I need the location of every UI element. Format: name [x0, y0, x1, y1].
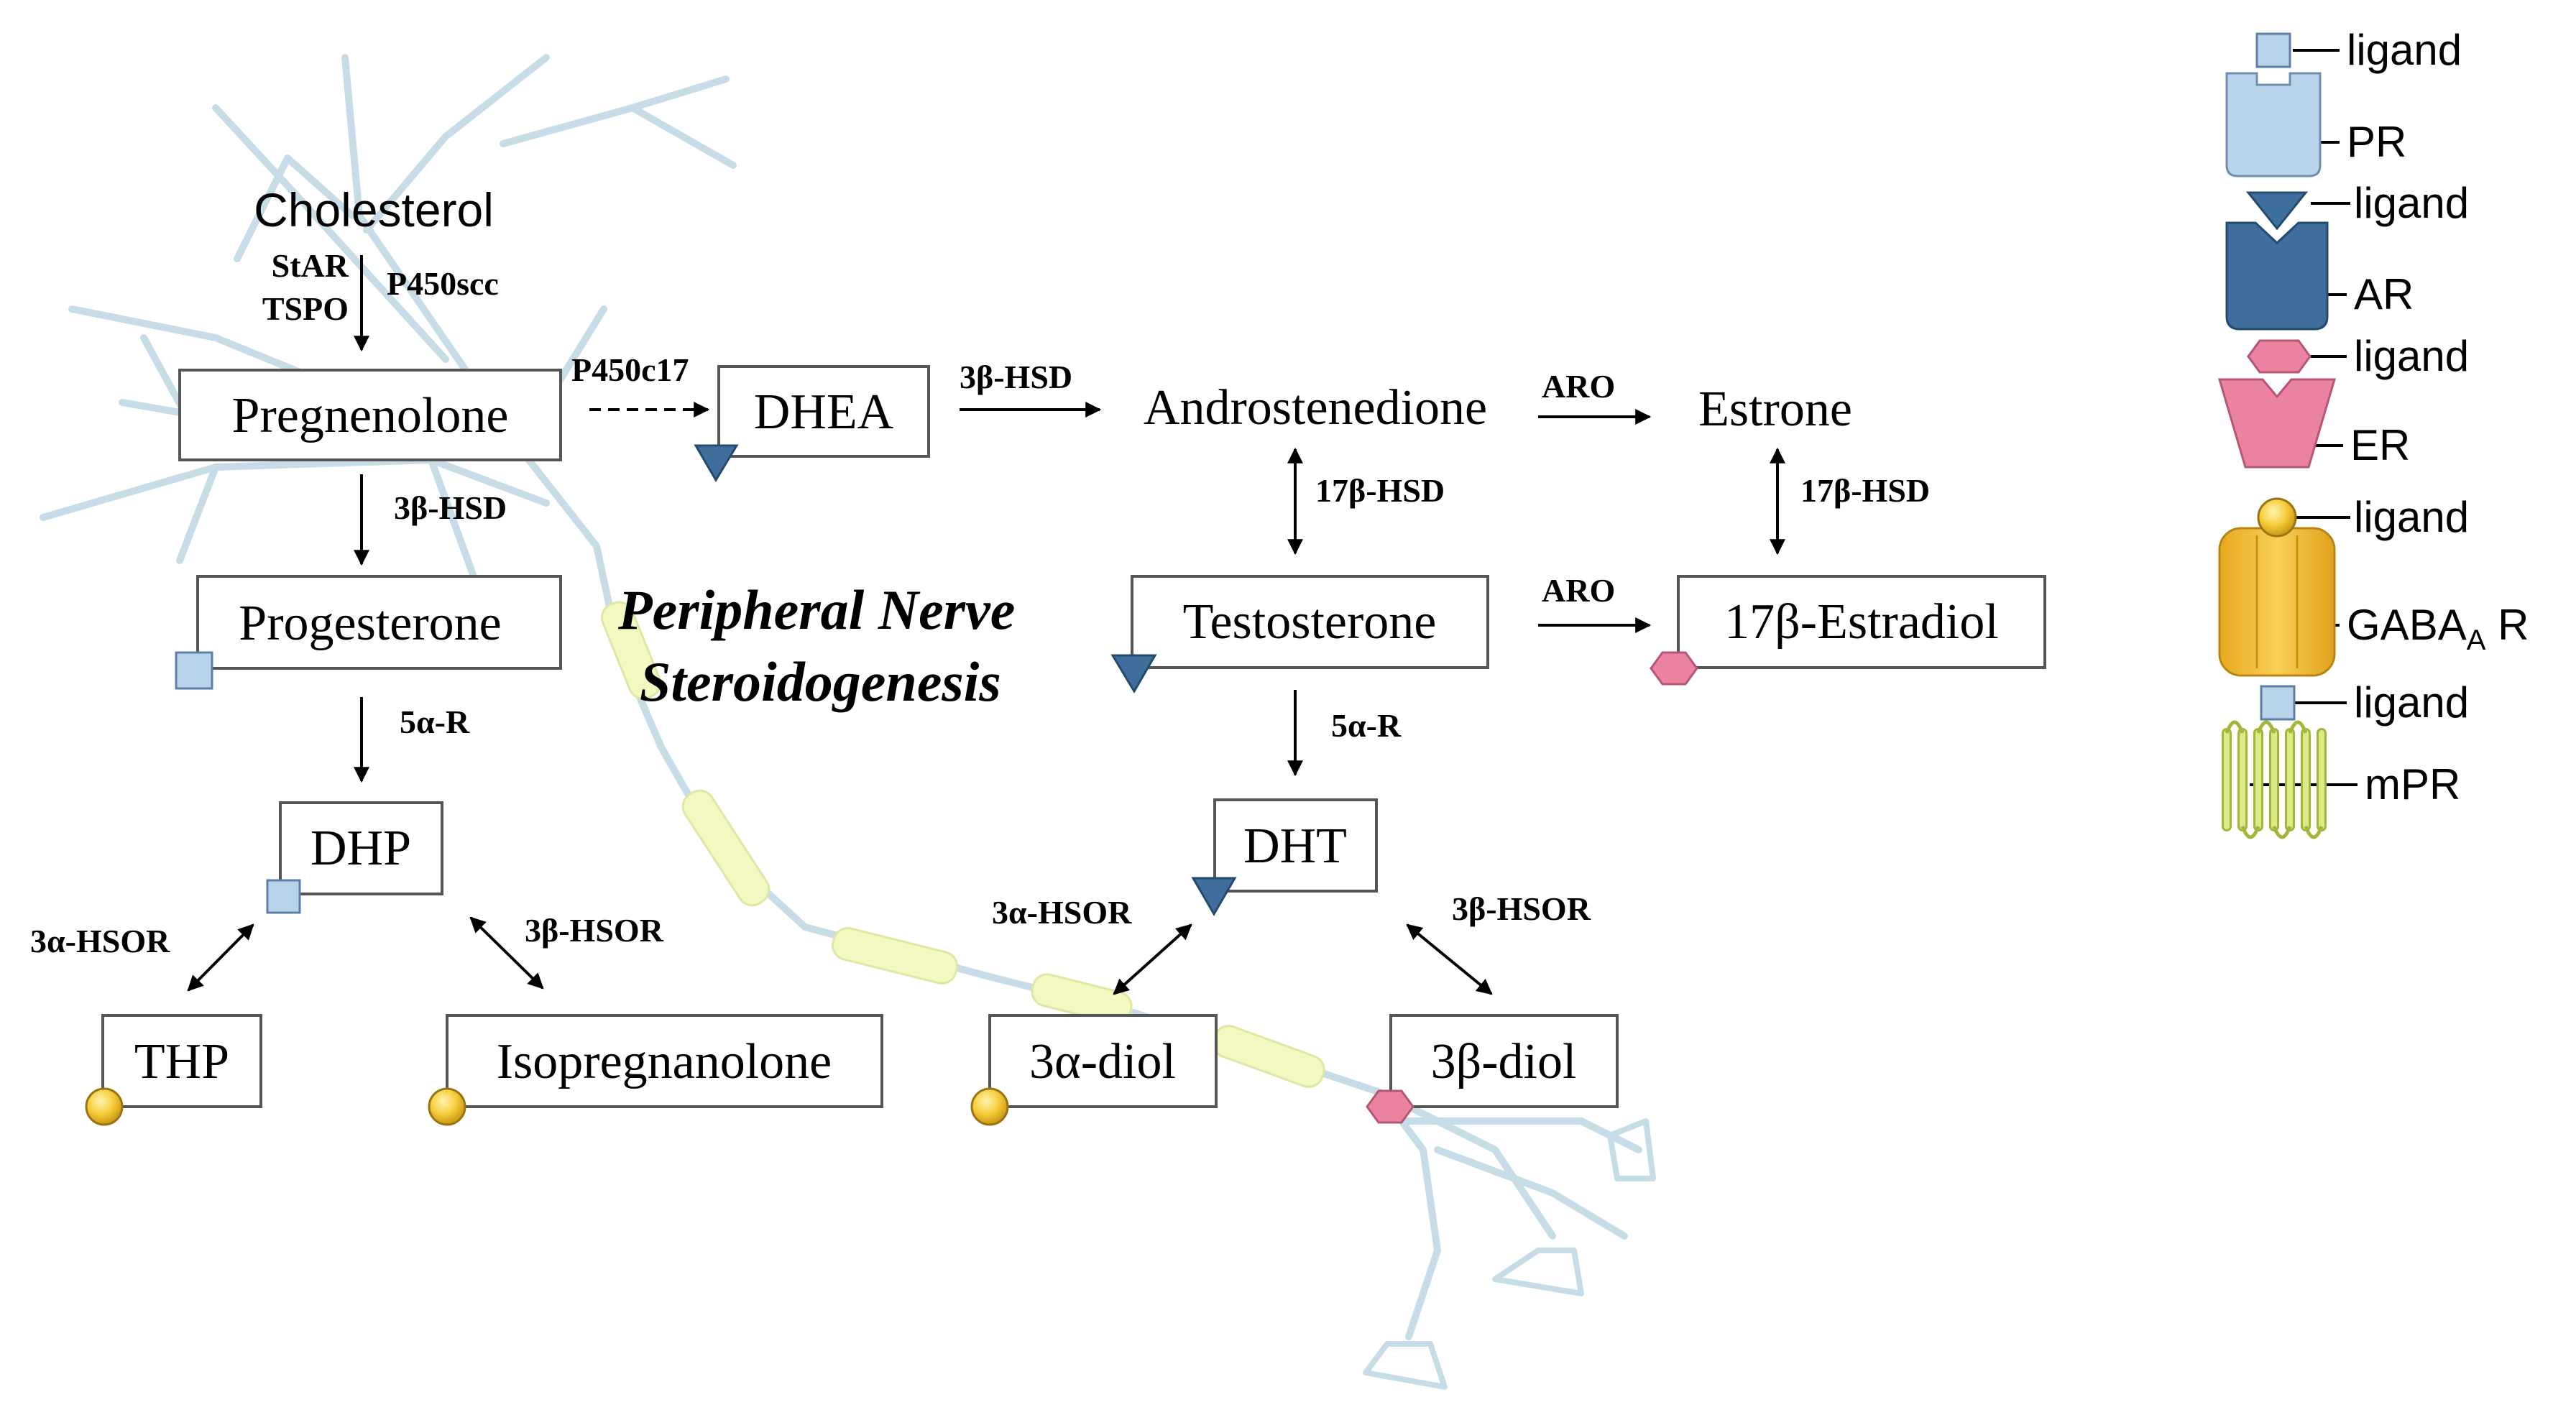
arrow-dhp-thp: [187, 923, 254, 992]
legend-pr: [2225, 32, 2322, 178]
dhp-box: [279, 801, 443, 895]
estradiol-box: [1677, 575, 2046, 669]
gaba-ligand-icon: [428, 1087, 466, 1126]
enzyme-3a-hsor-right: 3α-HSOR: [992, 894, 1132, 931]
pr-ligand-icon: [266, 879, 301, 914]
legend-pr-label: PR: [2347, 118, 2406, 166]
pr-receptor-icon: [2225, 72, 2322, 178]
gaba-ligand-icon: [2257, 497, 2297, 538]
diagram-title-line-2: Steroidogenesis: [640, 650, 1001, 713]
legend-ar: [2225, 191, 2329, 331]
enzyme-p450scc: P450scc: [387, 265, 499, 302]
ar-ligand-icon: [1110, 654, 1157, 693]
legend-mpr: [2222, 685, 2327, 839]
enzyme-3b-hsd-top: 3β-HSD: [960, 359, 1072, 395]
enzyme-3b-hsor-left: 3β-HSOR: [525, 912, 664, 949]
enzyme-star: StAR: [272, 247, 349, 284]
cholesterol-label: Cholesterol: [254, 183, 494, 236]
ar-ligand-icon: [1191, 877, 1237, 916]
ar-ligand-icon: [2245, 191, 2309, 231]
isopregnanolone-box: [446, 1014, 883, 1108]
dht-label: DHT: [1243, 819, 1347, 874]
progesterone-label: Progesterone: [239, 596, 501, 651]
molecule-boxes: [101, 365, 2046, 1108]
isopregnanolone-label: Isopregnanolone: [497, 1034, 832, 1089]
legend-ligand-label: ligand: [2354, 678, 2469, 727]
myelin-sheath: [600, 601, 1325, 1088]
ar-ligand-icon: [694, 444, 739, 482]
thp-label: THP: [134, 1034, 229, 1089]
enzyme-17b-hsd-right: 17β-HSD: [1800, 472, 1930, 509]
gaba-receptor-icon: [2218, 527, 2336, 677]
progesterone-box: [196, 575, 562, 670]
enzyme-aro-top: ARO: [1542, 368, 1615, 405]
pregnenolone-box: [178, 369, 562, 461]
legend-ligand-label: ligand: [2354, 332, 2469, 380]
er-ligand-icon: [1366, 1089, 1414, 1124]
diol-3b-box: [1389, 1014, 1619, 1108]
ar-receptor-icon: [2225, 221, 2329, 331]
pathway-arrows: [187, 255, 1785, 995]
testosterone-label: Testosterone: [1183, 594, 1437, 650]
legend-er-label: ER: [2350, 421, 2410, 469]
enzyme-5a-r-left: 5α-R: [400, 704, 470, 740]
axon-terminals: [1363, 1118, 1656, 1390]
dhea-box: [717, 365, 930, 458]
enzyme-p450c17: P450c17: [571, 351, 689, 388]
arrow-dht-diol-3b: [1406, 923, 1493, 995]
legend-gaba: [2218, 497, 2336, 677]
dendrites: [40, 54, 737, 629]
legend-mpr-label: mPR: [2365, 760, 2460, 808]
dhp-label: DHP: [310, 821, 411, 876]
er-receptor-icon: [2217, 378, 2337, 469]
pr-ligand-icon: [175, 651, 213, 690]
gaba-ligand-icon: [85, 1087, 124, 1126]
estrone-label: Estrone: [1698, 382, 1852, 437]
enzyme-labels: StAR TSPO P450scc P450c17 3β-HSD ARO 3β-…: [30, 247, 1930, 959]
legend-labels: ligand PR ligand AR ligand ER ligand GAB…: [2347, 26, 2529, 808]
legend-ligand-label: ligand: [2354, 179, 2469, 227]
legend-gaba-label: GABAA R: [2347, 601, 2529, 656]
dht-box: [1213, 798, 1378, 893]
receptor-legend: ligand PR ligand AR ligand ER ligand GAB…: [2217, 26, 2529, 839]
legend-ar-label: AR: [2354, 270, 2414, 318]
diol-3a-label: 3α-diol: [1029, 1034, 1176, 1089]
enzyme-tspo: TSPO: [262, 290, 349, 327]
enzyme-17b-hsd-left: 17β-HSD: [1315, 472, 1445, 509]
pr-ligand-icon: [2260, 685, 2296, 721]
enzyme-3a-hsor-left: 3α-HSOR: [30, 923, 170, 959]
legend-ligand-label: ligand: [2354, 493, 2469, 541]
testosterone-box: [1131, 575, 1489, 669]
er-ligand-icon: [2247, 339, 2312, 374]
enzyme-aro-mid: ARO: [1542, 572, 1615, 609]
androstenedione-label: Androstenedione: [1144, 380, 1487, 435]
gaba-ligand-icon: [970, 1087, 1009, 1126]
pregnenolone-label: Pregnenolone: [232, 388, 509, 443]
arrow-dhp-isopregnanolone: [469, 916, 544, 990]
enzyme-3b-hsor-right: 3β-HSOR: [1452, 890, 1591, 927]
diol-3a-box: [988, 1014, 1218, 1108]
ligand-markers: [85, 444, 1698, 1126]
molecule-labels: Cholesterol Pregnenolone DHEA Androstene…: [134, 183, 1999, 1089]
diagram-title-line-1: Peripheral Nerve: [617, 578, 1015, 641]
diol-3b-label: 3β-diol: [1431, 1034, 1577, 1089]
thp-box: [101, 1014, 262, 1108]
estradiol-label: 17β-Estradiol: [1724, 594, 1999, 650]
enzyme-3b-hsd-left: 3β-HSD: [394, 489, 507, 526]
pr-ligand-icon: [2255, 32, 2291, 68]
enzyme-5a-r-right: 5α-R: [1331, 707, 1402, 744]
dhea-label: DHEA: [754, 384, 894, 440]
legend-ligand-label: ligand: [2347, 26, 2462, 74]
arrow-dht-diol-3a: [1113, 923, 1192, 995]
legend-er: [2217, 339, 2337, 469]
er-ligand-icon: [1650, 651, 1698, 686]
